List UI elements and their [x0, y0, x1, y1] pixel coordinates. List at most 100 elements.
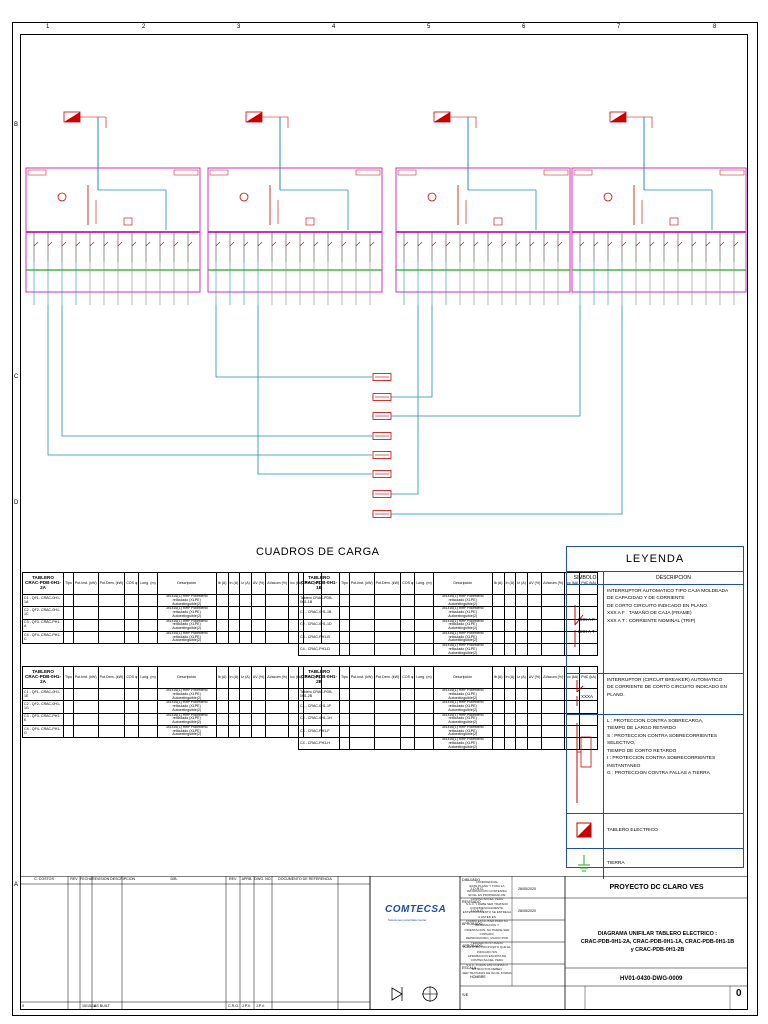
table-cell: [63, 606, 74, 620]
table-cell: [503, 724, 517, 739]
table-cell: [503, 593, 517, 608]
table-cell: [400, 618, 416, 632]
legend-text-panel: TABLERO ELECTRICO: [607, 828, 658, 833]
row-letter-a: A: [14, 882, 19, 888]
table-cell: [63, 630, 74, 645]
table-cell: [72, 712, 99, 726]
panel-enclosure: [395, 167, 571, 293]
scale-value: S/E: [462, 992, 469, 997]
table-cell: [515, 700, 528, 714]
table-cell: [400, 593, 416, 608]
table-cell: [72, 687, 99, 702]
table-cell: 3x1x16(1) mm² Polietileno reticulado (XL…: [156, 700, 217, 714]
table-cell: [63, 712, 74, 726]
table-cell: [526, 700, 543, 714]
sign-label: REVISADO: [462, 900, 481, 904]
table-cell: [579, 606, 598, 620]
table-cell: [541, 630, 566, 645]
table-cell: [265, 618, 290, 632]
table-cell: [250, 687, 267, 702]
table-cell: [348, 643, 375, 657]
main-breaker: [427, 192, 437, 202]
table-cell: [541, 606, 566, 620]
table-cell: [541, 700, 566, 714]
table-cell: [227, 618, 241, 632]
revision-header: REVISION DESCRIPCION: [92, 877, 136, 881]
circuit-label: C3 - CRAC-PH1-F: [298, 724, 340, 739]
table-cell: [400, 700, 416, 714]
table-cell: [63, 724, 74, 739]
column-number-1: 1: [46, 24, 50, 30]
load-table-header: COS φ: [124, 572, 140, 595]
table-cell: 3x1x16(1) mm² Polietileno reticulado (XL…: [156, 606, 217, 620]
table-cell: [250, 700, 267, 714]
circuit-label: C1 - QF1- CRAC-0H1-1E: [22, 687, 64, 702]
table-cell: [526, 593, 543, 608]
table-cell: [215, 630, 229, 645]
table-cell: [414, 737, 434, 751]
table-cell: [414, 618, 434, 632]
table-cell: [400, 643, 416, 657]
table-cell: [541, 618, 566, 632]
revision-header: REV: [70, 877, 78, 881]
load-table-header: ΔVacum (%): [265, 572, 290, 595]
table-cell: [564, 630, 581, 645]
table-cell: [63, 687, 74, 702]
main-breaker: [239, 192, 249, 202]
table-cell: [348, 593, 375, 608]
table-cell: [215, 593, 229, 608]
revision-cell: 0: [22, 1004, 24, 1008]
table-cell: [515, 618, 528, 632]
table-cell: 3x1x16(1) mm² Polietileno reticulado (XL…: [432, 687, 493, 702]
table-cell: [239, 630, 252, 645]
revision-header: DOCUMENTO DE REFERENCIA: [278, 877, 332, 881]
table-cell: 3x1x16(1) mm² Polietileno reticulado (XL…: [432, 606, 493, 620]
table-cell: [541, 712, 566, 726]
table-cell: [227, 606, 241, 620]
table-cell: [515, 606, 528, 620]
table-cell: [579, 737, 598, 751]
table-cell: [579, 700, 598, 714]
table-cell: [339, 630, 350, 645]
load-table-header: In (A): [503, 572, 517, 595]
table-cell: [414, 700, 434, 714]
revision-header: C. COSTOS: [34, 877, 54, 881]
table-cell: [124, 630, 140, 645]
load-table-header: Long. (m): [414, 572, 434, 595]
load-table-header: In (A): [503, 666, 517, 689]
table-cell: [564, 700, 581, 714]
table-cell: [400, 712, 416, 726]
circuit-label: C4 - QF4- CRAC-PH1-C: [22, 630, 64, 645]
table-cell: [138, 724, 158, 739]
column-number-4: 4: [332, 24, 336, 30]
load-table-header: COS φ: [400, 572, 416, 595]
table-cell: [215, 700, 229, 714]
circuit-label: C1 - CRAC-0H1-1F: [298, 700, 340, 714]
table-cell: [250, 606, 267, 620]
sign-label: APROBADO: [462, 944, 483, 948]
revision-header: APRB.: [241, 877, 253, 881]
table-cell: [400, 687, 416, 702]
load-table-header: Ib (A): [491, 572, 505, 595]
row-letter-c: C: [14, 374, 19, 380]
column-number-5: 5: [427, 24, 431, 30]
table-cell: [138, 618, 158, 632]
table-cell: [491, 712, 505, 726]
electrical-panel-icon: [567, 814, 604, 848]
table-cell: [138, 700, 158, 714]
table-cell: [541, 687, 566, 702]
table-cell: [503, 643, 517, 657]
sign-label: APROBADO: [462, 922, 483, 926]
miniature-breaker-rating: XXXA: [581, 694, 593, 699]
table-cell: [373, 643, 402, 657]
confidential-notice: CONFIDENCIAL ESTE PLANO Y TODA LA INFORM…: [462, 880, 512, 976]
legend-text-ground: TIERRA: [607, 861, 625, 866]
table-cell: [414, 630, 434, 645]
column-number-7: 7: [617, 24, 621, 30]
load-table-header: Iz (A): [515, 666, 528, 689]
